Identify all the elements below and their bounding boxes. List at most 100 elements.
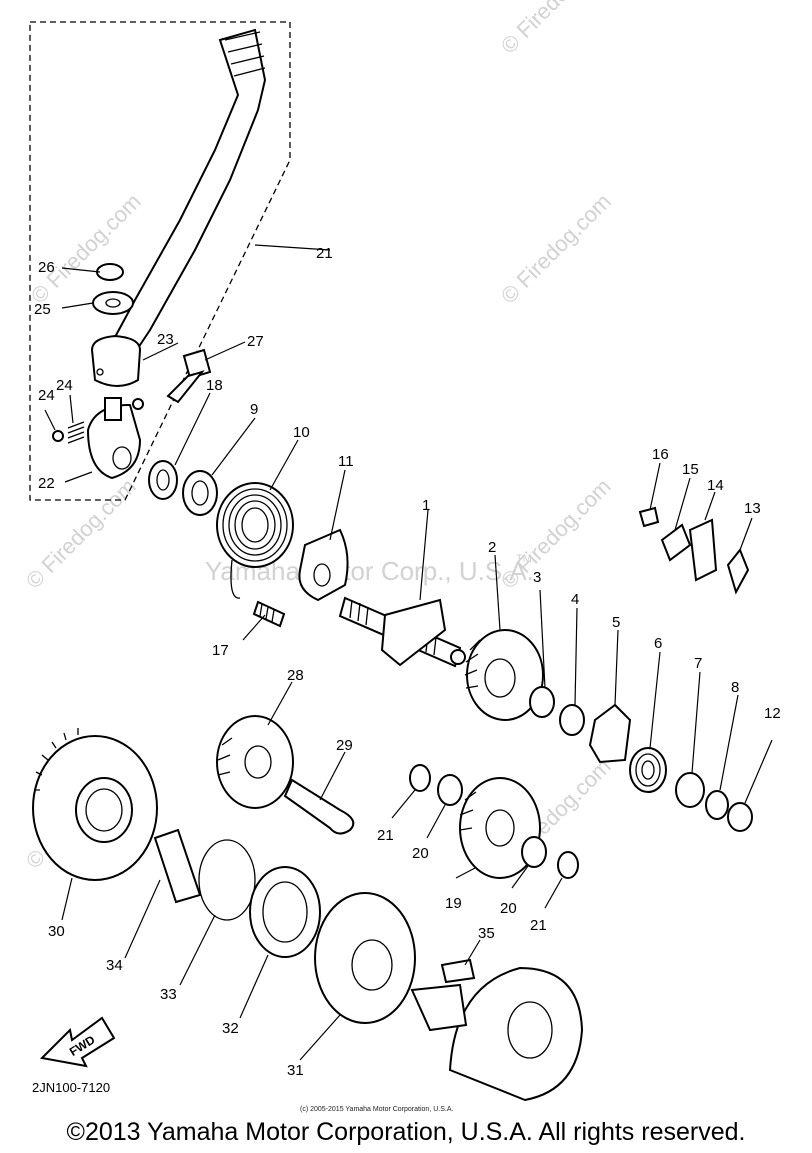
callout-20-upper: 20 xyxy=(412,845,429,862)
callout-20-lower: 20 xyxy=(500,900,517,917)
callout-17: 17 xyxy=(212,642,229,659)
watermark-firedog-2: © Firedog.com xyxy=(496,189,616,309)
callout-4: 4 xyxy=(571,591,579,608)
torsion-spring-10 xyxy=(216,482,294,599)
callout-numbers: 1 2 3 4 5 6 7 8 9 10 11 12 13 14 15 16 1… xyxy=(34,245,781,1079)
kick-gear-2 xyxy=(464,629,544,721)
ball-24-right xyxy=(132,398,144,410)
callout-32: 31 xyxy=(287,1062,304,1079)
callout-6: 6 xyxy=(654,635,662,652)
boss-pin xyxy=(104,397,122,421)
callout-16: 16 xyxy=(652,446,669,463)
callout-3: 3 xyxy=(533,569,541,586)
callout-25: 24 xyxy=(56,377,73,394)
lever-grip-ridges xyxy=(224,31,266,77)
spring-6 xyxy=(629,747,667,793)
callout-18: 18 xyxy=(206,377,223,394)
boss-bore xyxy=(112,446,132,470)
kick-shaft-1 xyxy=(338,596,466,668)
callout-14: 14 xyxy=(707,477,724,494)
washer-20-upper xyxy=(437,774,463,806)
gear-19 xyxy=(459,777,541,879)
footer-copyright: ©2013 Yamaha Motor Corporation, U.S.A. A… xyxy=(66,1118,746,1146)
oil-seal-18-bore xyxy=(156,469,170,491)
callout-28: 27 xyxy=(247,333,264,350)
one-way-clutch-33 xyxy=(249,866,321,958)
stopper-14 xyxy=(688,518,718,582)
washer-7 xyxy=(675,772,705,808)
washer-12 xyxy=(727,802,753,832)
circlip-8 xyxy=(705,790,729,820)
circlip-21-lower xyxy=(557,851,579,879)
callout-22: 21 xyxy=(316,245,333,262)
callout-30: 29 xyxy=(336,737,353,754)
washer-26-hole xyxy=(105,298,121,308)
callout-7: 7 xyxy=(694,655,702,672)
collar-9-bore xyxy=(191,480,209,506)
ratchet-wheel-5 xyxy=(588,703,632,764)
washer-26 xyxy=(92,291,134,315)
drawing-code: 2JN100-7120 xyxy=(32,1080,110,1095)
callout-21-lower: 21 xyxy=(530,917,547,934)
starter-wheel-gear-32 xyxy=(314,892,416,1024)
kick-shaft-assembly xyxy=(148,460,753,832)
callout-8: 8 xyxy=(731,679,739,696)
callout-31: 30 xyxy=(48,923,65,940)
trademark-mark: TM xyxy=(516,553,532,565)
callout-34: 33 xyxy=(160,986,177,1003)
boss-hole xyxy=(96,368,104,376)
clip-13 xyxy=(726,548,750,595)
idle-gear-assembly xyxy=(216,715,579,879)
circlip-34 xyxy=(198,839,256,921)
oil-seal-18 xyxy=(148,460,178,500)
watermark-firedog-1: © Firedog.com xyxy=(26,189,146,309)
leader-lines xyxy=(44,244,773,1061)
primary-gear-assembly xyxy=(32,728,584,1102)
callout-19: 19 xyxy=(445,895,462,912)
crankshaft-flywheel xyxy=(410,966,584,1102)
callout-21-upper: 21 xyxy=(377,827,394,844)
callout-10: 10 xyxy=(293,424,310,441)
lever-boss xyxy=(90,334,142,387)
forward-direction-arrow: FWD xyxy=(39,1016,116,1068)
primary-gear-31 xyxy=(32,728,158,881)
callout-15: 15 xyxy=(682,461,699,478)
group-boundary xyxy=(29,21,291,501)
callout-13: 13 xyxy=(744,500,761,517)
ball-24-left xyxy=(52,430,64,442)
bolt-16 xyxy=(638,506,660,528)
callout-24-left: 24 xyxy=(38,387,55,404)
small-copyright: (c) 2005-2015 Yamaha Motor Corporation, … xyxy=(300,1106,453,1113)
callout-24-right: 23 xyxy=(157,331,174,348)
callout-36: 35 xyxy=(478,925,495,942)
circlip-21-upper xyxy=(409,764,431,792)
bolt-28-shank xyxy=(166,370,205,404)
callout-2: 2 xyxy=(488,539,496,556)
callout-9: 9 xyxy=(250,401,258,418)
callout-27: 26 xyxy=(38,259,55,276)
callout-1: 1 xyxy=(422,497,430,514)
callout-26: 25 xyxy=(34,301,51,318)
washer-20-lower xyxy=(521,836,547,868)
callout-35: 34 xyxy=(106,957,123,974)
callout-5: 5 xyxy=(612,614,620,631)
spring-guide-11 xyxy=(298,528,349,602)
spring-guide-11-hole xyxy=(313,563,331,587)
circlip-4 xyxy=(559,704,585,736)
spring-25 xyxy=(67,421,85,444)
watermark-firedog-3: © Firedog.com xyxy=(496,0,616,59)
collar-9 xyxy=(182,470,218,516)
callout-33: 32 xyxy=(222,1020,239,1037)
gear-29 xyxy=(216,715,294,809)
pin-17 xyxy=(252,600,286,628)
washer-3 xyxy=(529,686,555,718)
collar-35 xyxy=(153,828,202,904)
key-36 xyxy=(440,958,476,984)
shaft-30 xyxy=(283,778,355,835)
callout-29: 28 xyxy=(287,667,304,684)
callout-12: 12 xyxy=(764,705,781,722)
callout-11: 11 xyxy=(338,453,354,470)
callout-23: 22 xyxy=(38,475,55,492)
